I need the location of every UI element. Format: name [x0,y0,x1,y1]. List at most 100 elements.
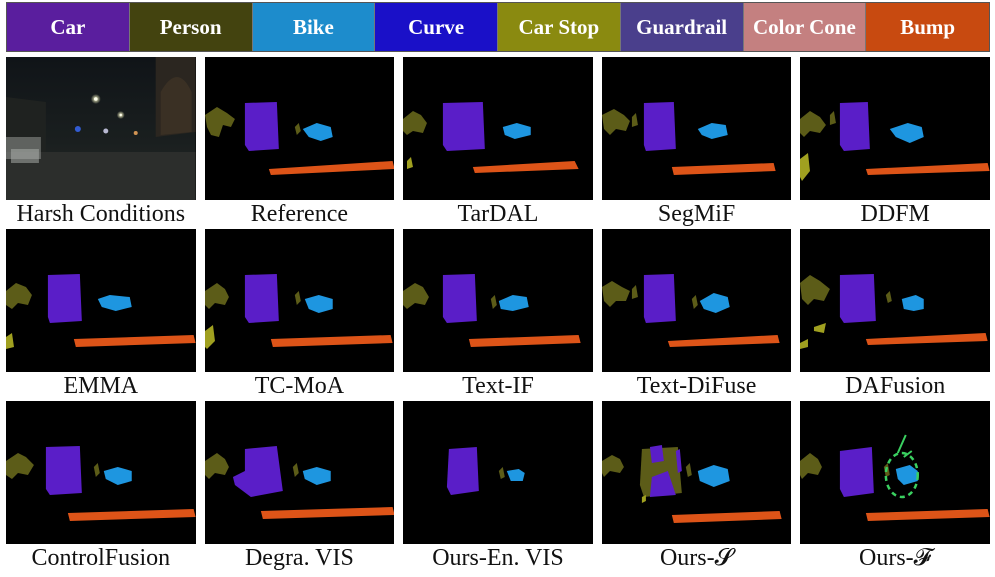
segmentation-map-ours-s [601,401,792,544]
panel-cell: Harsh Conditions [6,57,196,229]
legend-item-car-stop: Car Stop [498,3,621,51]
panel-caption: Ours-𝓢 [659,545,734,571]
bike-segment [304,295,333,313]
bike-segment [498,295,529,311]
person-segment [292,463,299,477]
class-color-legend: Car Person Bike Curve Car Stop Guardrail… [6,2,990,52]
bump-segment [270,335,393,347]
bump-segment [866,509,990,521]
panel-cell: Text-IF [403,229,593,401]
panel-caption: Ours-En. VIS [432,545,564,571]
car-segment [840,274,877,323]
panel-caption: SegMiF [657,201,736,227]
segmentation-map-text-if [403,229,593,372]
carstop-segment [800,153,811,181]
carstop-segment [800,339,809,349]
bike-segment [896,465,919,485]
panel-caption: Reference [250,201,349,227]
car-segment [443,274,478,323]
panel-cell: TC-MoA [204,229,395,401]
person-segment [294,291,301,305]
person-segment [403,283,430,309]
legend-item-car: Car [7,3,130,51]
segmentation-map-segmif [601,57,792,200]
bump-segment [671,511,782,523]
person-segment [491,295,497,309]
panel-cell: Degra. VIS [204,401,395,573]
segmentation-map-tardal [403,57,593,200]
carstop-segment [407,157,414,169]
car-segment [840,102,871,151]
panel-caption: Ours-𝓕 [859,545,932,571]
car-segment [649,471,676,497]
person-segment [204,283,229,309]
bike-segment [302,123,333,141]
panel-cell: Ours-𝓕 [800,401,990,573]
bump-segment [260,507,395,519]
bump-segment [866,333,989,345]
bump-segment [866,163,990,175]
panel-caption: Degra. VIS [244,545,354,571]
panel-cell: DAFusion [800,229,990,401]
bump-segment [268,161,395,175]
carstop-segment [641,495,646,503]
person-segment [685,463,692,477]
panel-caption: TarDAL [457,201,539,227]
bike-segment [699,293,730,313]
car-segment [643,102,676,151]
legend-item-person: Person [129,3,253,51]
harsh-conditions-photo [6,57,196,200]
panel-cell: TarDAL [403,57,593,229]
bike-segment [302,467,331,485]
person-segment [93,463,100,477]
panel-cell: Ours-𝓢 [601,401,792,573]
legend-item-curve: Curve [375,3,498,51]
panel-caption: DDFM [860,201,930,227]
bump-segment [473,161,579,173]
panel-cell: EMMA [6,229,196,401]
person-segment [403,111,428,135]
segmentation-map-ours-f [800,401,990,544]
carstop-segment [6,333,14,349]
person-segment [631,113,638,127]
person-segment [601,109,630,135]
bump-segment [73,335,196,347]
panel-cell: Text-DiFuse [601,229,792,401]
results-grid: Harsh Conditions Reference TarDAL [6,57,990,573]
person-segment [601,455,624,477]
bike-segment [697,465,730,487]
person-segment [6,453,34,479]
car-segment [675,449,682,473]
bike-segment [502,123,531,139]
panel-caption: Text-DiFuse [636,373,757,399]
bike-segment [103,467,132,485]
car-segment [47,274,82,323]
legend-item-bike: Bike [252,3,376,51]
person-segment [631,285,638,299]
person-segment [6,283,32,309]
car-segment [840,447,875,497]
person-segment [204,107,235,137]
car-segment [649,445,664,463]
panel-caption: DAFusion [845,373,946,399]
car-segment [443,102,486,151]
legend-item-guardrail: Guardrail [620,3,744,51]
bump-segment [67,509,196,521]
legend-item-color-cone: Color Cone [743,3,867,51]
panel-caption: ControlFusion [31,545,171,571]
person-segment [204,453,229,479]
person-segment [886,291,893,303]
car-segment [232,446,283,497]
bike-segment [902,295,925,311]
panel-caption: TC-MoA [254,373,345,399]
person-segment [294,123,301,135]
carstop-segment [814,323,827,333]
car-segment [447,447,480,495]
bump-segment [671,163,776,175]
person-segment [800,111,827,137]
panel-caption: Text-IF [462,373,534,399]
bump-segment [469,335,581,347]
carstop-segment [204,325,215,349]
panel-cell: ControlFusion [6,401,196,573]
person-segment [601,281,630,307]
